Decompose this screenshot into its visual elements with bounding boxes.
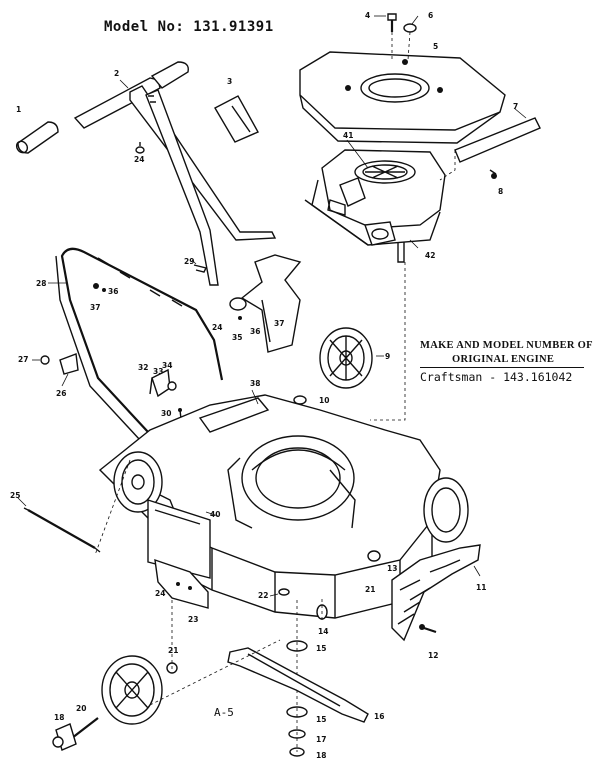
callout-41: 41: [343, 131, 353, 140]
callout-18b: 18: [54, 713, 64, 722]
handle-grip-left: [15, 121, 59, 154]
callout-9: 9: [385, 352, 390, 361]
handle-clip: [191, 259, 208, 273]
side-deflector: [391, 544, 481, 642]
callout-4: 4: [365, 11, 370, 20]
assembly-guide-lines: [94, 150, 456, 706]
page-reference: A-5: [214, 706, 234, 719]
mower-blade: [227, 647, 369, 723]
model-number-title: Model No: 131.91391: [104, 19, 274, 35]
callout-32: 32: [138, 363, 148, 372]
wheel-front-right-mounted: [423, 477, 469, 543]
callout-20: 20: [76, 704, 86, 713]
shroud-screw: [374, 13, 419, 61]
blade-adapter: [286, 600, 328, 757]
callout-23: 23: [188, 615, 198, 624]
engine: [304, 139, 446, 263]
callout-3: 3: [227, 77, 232, 86]
callout-22: 22: [258, 591, 268, 600]
callout-11: 11: [476, 583, 486, 592]
deck-bolt: [269, 588, 290, 597]
handle-bolt: [135, 142, 145, 154]
callout-42: 42: [425, 251, 435, 260]
callout-35: 35: [232, 333, 242, 342]
lower-handle: [48, 247, 224, 441]
wheel-bolt: [52, 662, 178, 751]
deflector-bracket: [229, 254, 302, 353]
callout-numbers: 1 2 3 4 5 6 7 8 9 10 11 12 13 14 15 15 1…: [10, 11, 518, 760]
callout-5: 5: [433, 42, 438, 51]
callout-24b: 24: [134, 155, 144, 164]
callout-26: 26: [56, 389, 66, 398]
rear-shield: [147, 499, 219, 609]
wheel-front-left: [101, 655, 163, 725]
callout-13: 13: [387, 564, 397, 573]
callout-18a: 18: [316, 751, 326, 760]
upper-handle: [73, 61, 277, 286]
callout-38: 38: [250, 379, 260, 388]
callout-30: 30: [161, 409, 171, 418]
handle-bracket-hardware: [32, 353, 79, 387]
callout-17: 17: [316, 735, 326, 744]
callout-21b: 21: [365, 585, 375, 594]
callout-25: 25: [10, 491, 20, 500]
handle-grip-right: [214, 95, 259, 143]
callout-37b: 37: [90, 303, 100, 312]
callout-1: 1: [16, 105, 21, 114]
side-panel: [454, 107, 541, 179]
callout-15a: 15: [316, 644, 326, 653]
axle-rod: [17, 497, 101, 553]
callout-12: 12: [428, 651, 438, 660]
callout-6: 6: [428, 11, 433, 20]
callout-37a: 37: [274, 319, 284, 328]
callout-36a: 36: [250, 327, 260, 336]
engine-note-line-2: ORIGINAL ENGINE: [452, 354, 555, 365]
callout-8: 8: [498, 187, 503, 196]
callout-33: 33: [153, 367, 163, 376]
callout-27: 27: [18, 355, 28, 364]
callout-7: 7: [513, 102, 518, 111]
engine-note-line-3: Craftsman - 143.161042: [420, 370, 573, 384]
height-adjuster: [149, 368, 177, 398]
engine-shroud: [299, 51, 506, 144]
engine-note-rule: [420, 367, 584, 368]
handle-knob: [93, 283, 106, 292]
deflector-nut: [367, 550, 381, 562]
callout-40: 40: [210, 510, 220, 519]
callout-24c: 24: [212, 323, 222, 332]
callout-36b: 36: [108, 287, 118, 296]
deflector-screw: [419, 624, 437, 634]
wheel-rear-left-mounted: [113, 451, 163, 513]
callout-29: 29: [184, 257, 194, 266]
engine-note-line-1: MAKE AND MODEL NUMBER OF: [420, 340, 593, 351]
callout-15b: 15: [316, 715, 326, 724]
callout-21a: 21: [168, 646, 178, 655]
callout-10: 10: [319, 396, 329, 405]
callout-28: 28: [36, 279, 46, 288]
callout-16: 16: [374, 712, 384, 721]
callout-2: 2: [114, 69, 119, 78]
wheel-rear-right: [319, 327, 384, 389]
callout-34: 34: [162, 361, 172, 370]
callout-14: 14: [318, 627, 328, 636]
callout-24a: 24: [155, 589, 165, 598]
